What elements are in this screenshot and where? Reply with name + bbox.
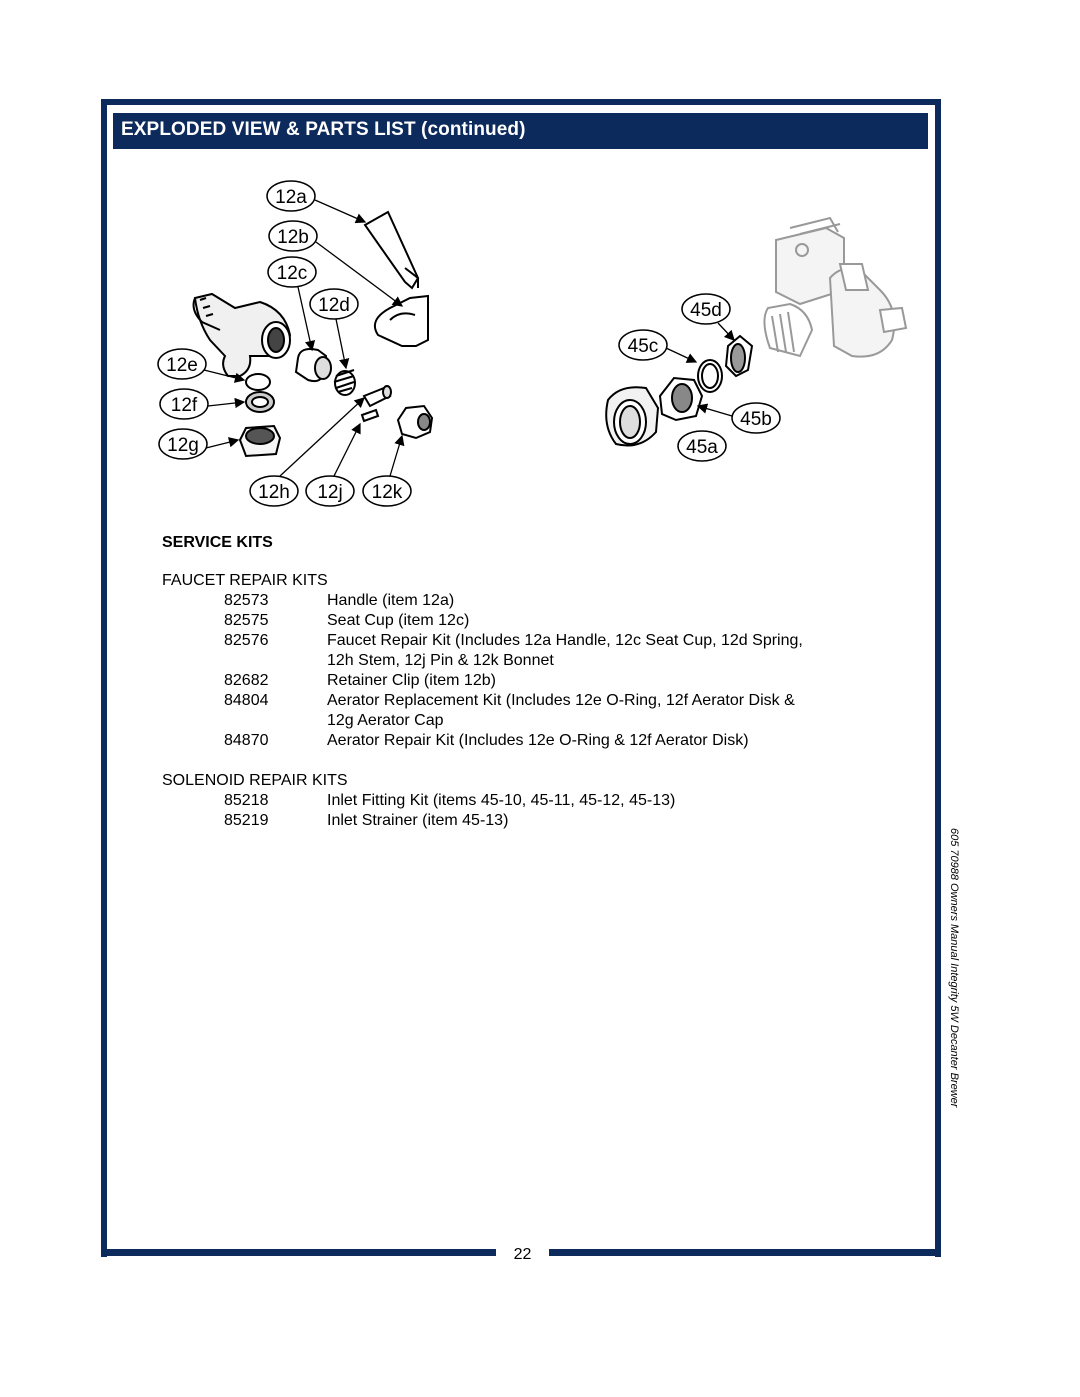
callout-12e: 12e <box>166 355 198 376</box>
part-number: 85218 <box>224 792 269 809</box>
part-description: Faucet Repair Kit (Includes 12a Handle, … <box>327 632 803 649</box>
callout-12a: 12a <box>275 187 307 208</box>
callout-12f: 12f <box>171 395 198 416</box>
part-description-cont: 12g Aerator Cap <box>327 712 444 729</box>
bottom-rule-left <box>101 1249 496 1256</box>
page-frame <box>101 99 941 1257</box>
callout-45d: 45d <box>690 300 722 321</box>
part-number: 82682 <box>224 672 269 689</box>
side-footer-text: 605 70988 Owners Manual Integrity 5W Dec… <box>948 828 960 1108</box>
service-kits-heading: SERVICE KITS <box>162 534 273 551</box>
callout-12b: 12b <box>277 227 309 248</box>
callout-45c: 45c <box>628 336 659 357</box>
list-item: 85218 Inlet Fitting Kit (items 45-10, 45… <box>162 791 675 811</box>
list-item: 84870 Aerator Repair Kit (Includes 12e O… <box>162 731 749 751</box>
list-item: 82682 Retainer Clip (item 12b) <box>162 671 496 691</box>
part-number: 85219 <box>224 812 269 829</box>
list-item-continuation: 12h Stem, 12j Pin & 12k Bonnet <box>162 651 554 671</box>
exploded-view-diagram: 12a 12b 12c 12d 12e 12f 12g 12h 12j 12k … <box>157 180 908 507</box>
part-description-cont: 12h Stem, 12j Pin & 12k Bonnet <box>327 652 554 669</box>
callout-12k: 12k <box>372 482 403 503</box>
bottom-rule-right <box>549 1249 941 1256</box>
part-description: Inlet Fitting Kit (items 45-10, 45-11, 4… <box>327 792 676 809</box>
list-item: 82575 Seat Cup (item 12c) <box>162 611 469 631</box>
list-item: 85219 Inlet Strainer (item 45-13) <box>162 811 508 831</box>
part-description: Retainer Clip (item 12b) <box>327 672 496 689</box>
side-footer: 605 70988 Owners Manual Integrity 5W Dec… <box>942 828 962 1148</box>
callouts-faucet <box>157 180 412 507</box>
faucet-kits-title: FAUCET REPAIR KITS <box>162 572 328 589</box>
callout-12c: 12c <box>277 263 308 284</box>
part-number: 84870 <box>224 732 269 749</box>
callout-45b: 45b <box>740 409 772 430</box>
callout-12h: 12h <box>258 482 290 503</box>
list-item: 82573 Handle (item 12a) <box>162 591 454 611</box>
solenoid-kits-title: SOLENOID REPAIR KITS <box>162 772 348 789</box>
list-item-continuation: 12g Aerator Cap <box>162 711 444 731</box>
part-number: 82573 <box>224 592 269 609</box>
part-description: Handle (item 12a) <box>327 592 455 609</box>
part-description: Seat Cup (item 12c) <box>327 612 470 629</box>
faucet-assembly-drawing <box>192 210 434 458</box>
callout-12g: 12g <box>167 435 199 456</box>
solenoid-assembly-drawing <box>605 216 908 447</box>
part-description: Aerator Replacement Kit (Includes 12e O-… <box>327 692 795 709</box>
leader-arrows <box>203 199 735 477</box>
part-description: Inlet Strainer (item 45-13) <box>327 812 509 829</box>
page-number: 22 <box>513 1246 532 1263</box>
part-number: 84804 <box>224 692 269 709</box>
list-item: 84804 Aerator Replacement Kit (Includes … <box>162 691 795 711</box>
section-header: EXPLODED VIEW & PARTS LIST (continued) <box>113 113 928 149</box>
service-kits-section: SERVICE KITS FAUCET REPAIR KITS 82573 Ha… <box>162 533 803 831</box>
part-number: 82576 <box>224 632 269 649</box>
part-number: 82575 <box>224 612 269 629</box>
callouts-solenoid <box>618 293 781 462</box>
section-title: EXPLODED VIEW & PARTS LIST (continued) <box>121 119 526 140</box>
list-item: 82576 Faucet Repair Kit (Includes 12a Ha… <box>162 631 803 651</box>
callout-12d: 12d <box>318 295 350 316</box>
callout-45a: 45a <box>686 437 718 458</box>
part-description: Aerator Repair Kit (Includes 12e O-Ring … <box>327 732 749 749</box>
callout-12j: 12j <box>317 482 342 503</box>
